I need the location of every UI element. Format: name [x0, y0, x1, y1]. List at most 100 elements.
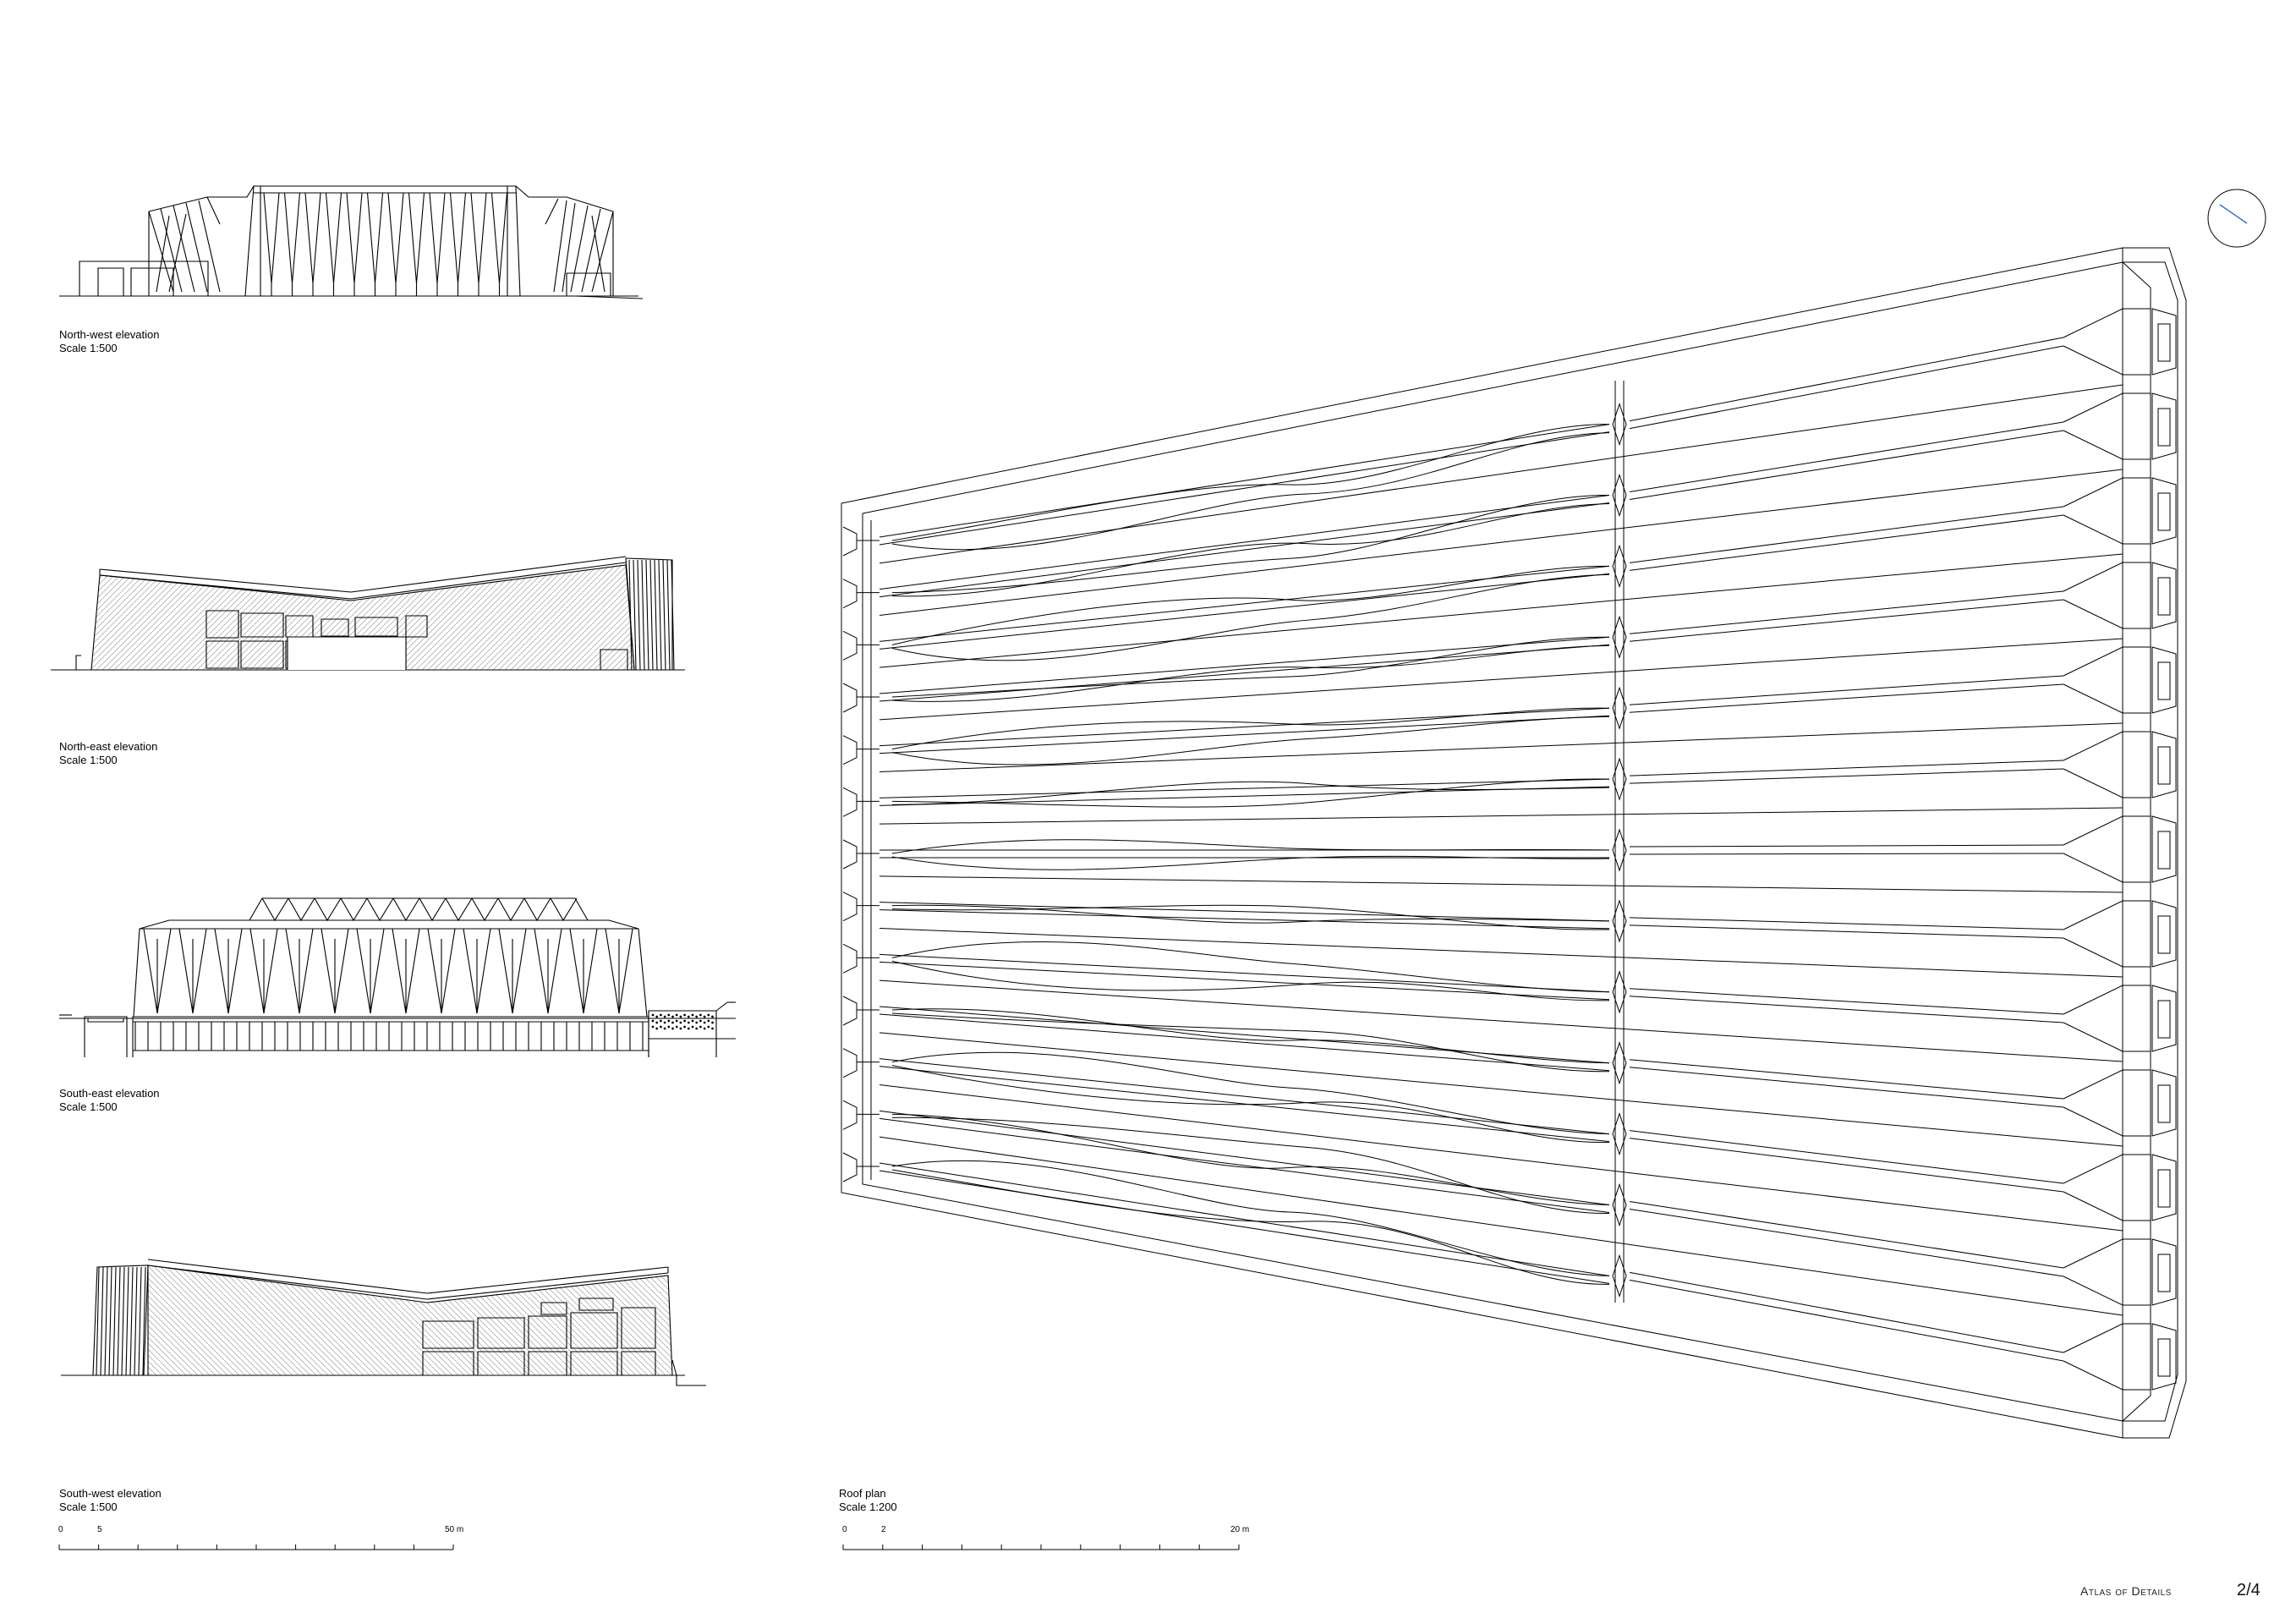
roof-skylight-wave — [892, 840, 1609, 853]
roof-drain — [2158, 1085, 2170, 1122]
roof-drain-box — [2152, 901, 2176, 967]
roof-edge-fold — [2063, 985, 2151, 1014]
roof-valley-line — [879, 962, 1609, 999]
roof-gutter — [843, 840, 857, 869]
perforation-dot — [676, 1026, 677, 1028]
roof-valley-line — [879, 432, 1609, 545]
roof-ridge-line — [879, 385, 2123, 563]
roof-valley-line — [1630, 431, 2063, 500]
roof-skylight-wave — [892, 645, 1609, 701]
perforation-dot — [660, 1014, 662, 1016]
roof-skylight-wave — [892, 856, 1609, 870]
roof-truss — [288, 898, 315, 920]
caption-roof-plan: Roof plan Scale 1:200 — [839, 1487, 897, 1514]
perforation-dot — [656, 1016, 658, 1018]
roof-joint — [1613, 1043, 1626, 1084]
perforation-dot — [680, 1022, 682, 1023]
roof-drain-box — [2152, 985, 2176, 1051]
roof-drain-box — [2152, 732, 2176, 798]
roof-drain — [2158, 324, 2170, 361]
scale-tick-label: 0 — [842, 1525, 847, 1534]
facade-fin — [130, 1267, 133, 1375]
roof-edge-fold — [2063, 562, 2151, 591]
perforation-dot — [668, 1026, 670, 1028]
facade-fin — [430, 193, 445, 283]
facade-fin — [471, 193, 486, 283]
perforation-dot — [684, 1026, 686, 1028]
caption-south-west: South-west elevation Scale 1:500 — [59, 1487, 162, 1514]
facade-fin — [663, 560, 666, 670]
roof-truss — [551, 898, 577, 920]
roof-valley-line — [1630, 1272, 2063, 1352]
facade-fin — [105, 1267, 107, 1375]
roof-valley-line — [1630, 918, 2063, 930]
roof-valley-line — [1630, 600, 2063, 641]
roof-drain — [2158, 578, 2170, 615]
roof-ridge-line — [879, 808, 2123, 824]
perforation-dot — [684, 1020, 686, 1022]
roof-truss — [262, 898, 288, 920]
roof-skylight-wave — [892, 905, 1609, 930]
roof-drain — [2158, 409, 2170, 446]
roof-valley-line — [1630, 853, 2063, 854]
perforation-dot — [660, 1026, 662, 1028]
roof-edge-fold — [2063, 515, 2151, 544]
roof-edge-fold — [2063, 684, 2151, 713]
roof-valley-line — [879, 573, 1609, 649]
roof-gutter — [843, 892, 857, 921]
roof-joint — [1613, 475, 1626, 516]
perforation-dot — [652, 1014, 654, 1016]
roof-valley-line — [879, 1014, 1609, 1071]
roof-valley-line — [1630, 1060, 2063, 1099]
roof-joint — [1613, 1114, 1626, 1155]
caption-south-east: South-east elevation Scale 1:500 — [59, 1087, 160, 1114]
roof-edge-fold — [2063, 1361, 2151, 1390]
north-east-elevation-drawing — [51, 550, 693, 694]
north-west-elevation-drawing — [51, 165, 651, 309]
perforation-dot — [676, 1014, 677, 1016]
facade-fin — [285, 193, 300, 283]
facade-fin — [264, 193, 279, 283]
roof-edge-fold — [2063, 1155, 2151, 1183]
roof-skylight-wave — [892, 425, 1609, 540]
roof-valley-line — [879, 1059, 1609, 1134]
roof-valley-line — [1630, 1280, 2063, 1361]
perforation-dot — [708, 1020, 710, 1022]
roof-edge-fold — [2063, 1023, 2151, 1051]
caption-title: Roof plan — [839, 1487, 886, 1500]
roof-gutter — [843, 527, 857, 556]
roof-truss — [341, 898, 367, 920]
roof-skylight-wave — [892, 1117, 1609, 1213]
roof-valley-line — [879, 708, 1609, 745]
scale-tick-label: 2 — [881, 1525, 886, 1534]
roof-edge-fold — [2063, 478, 2151, 507]
roof-gutter — [843, 1049, 857, 1078]
roof-valley-line — [1630, 1138, 2063, 1192]
roof-edge-fold — [2063, 938, 2151, 967]
roof-truss — [419, 898, 446, 920]
roof-drain — [2158, 493, 2170, 530]
roof-joint — [1613, 759, 1626, 799]
roof-valley-line — [1630, 760, 2063, 776]
perforation-dot — [712, 1022, 714, 1023]
roof-truss — [498, 898, 524, 920]
roof-valley-line — [1630, 1202, 2063, 1269]
roof-plan-drawing — [833, 241, 2203, 1451]
roof-ridge-line — [879, 1033, 2123, 1146]
facade-fin — [326, 193, 342, 283]
scale-bar-roof — [833, 1531, 1273, 1556]
roof-drain-box — [2152, 1239, 2176, 1305]
facade-fin — [655, 560, 657, 670]
perforation-dot — [688, 1028, 690, 1029]
facade-fin — [659, 560, 661, 670]
roof-drain-box — [2152, 816, 2176, 882]
scale-tick-label: 0 — [58, 1525, 63, 1534]
roof-drain-box — [2152, 393, 2176, 459]
caption-scale: Scale 1:500 — [59, 1501, 118, 1513]
roof-skylight-wave — [892, 782, 1609, 804]
roof-ridge-line — [879, 1085, 2123, 1232]
facade-fin — [388, 193, 403, 283]
roof-valley-line — [1630, 1131, 2063, 1183]
roof-skylight-wave — [892, 1013, 1609, 1072]
roof-skylight-wave — [892, 504, 1609, 596]
